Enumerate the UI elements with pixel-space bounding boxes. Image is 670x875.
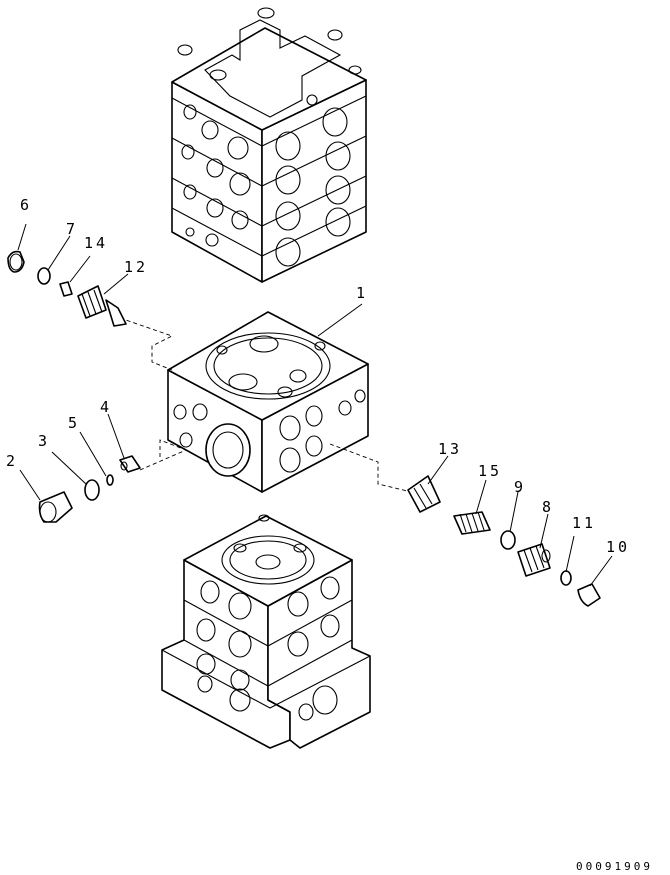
callout-6: 6 (20, 196, 32, 214)
sleeve-8 (517, 543, 551, 577)
callout-1: 1 (356, 284, 368, 302)
callout-14: 14 (84, 234, 108, 252)
assembly-centerlines (119, 317, 421, 495)
callout-2: 2 (6, 452, 18, 470)
o-ring-5 (106, 474, 114, 486)
callout-8: 8 (542, 498, 554, 516)
plug-2 (38, 491, 73, 523)
ring-14 (59, 281, 73, 297)
callout-5: 5 (68, 414, 80, 432)
drawing-number: 00091909 (576, 860, 653, 873)
callout-3: 3 (38, 432, 50, 450)
callouts: 1 2 3 4 5 6 7 8 9 10 11 12 13 14 15 (6, 196, 630, 556)
spring-valve-12 (77, 285, 127, 327)
o-ring-3 (84, 479, 100, 501)
plug-6 (7, 250, 25, 273)
valve-13 (407, 475, 441, 513)
check-valve-4 (119, 455, 141, 473)
o-ring-11 (560, 570, 572, 586)
callout-13: 13 (438, 440, 462, 458)
lower-valve-stack (161, 514, 371, 749)
callout-12: 12 (124, 258, 148, 276)
o-ring-7 (37, 267, 51, 285)
callout-11: 11 (572, 514, 596, 532)
upper-valve-stack (171, 7, 367, 283)
spring-15 (453, 511, 491, 535)
callout-10: 10 (606, 538, 630, 556)
callout-9: 9 (514, 478, 526, 496)
o-ring-9 (500, 530, 516, 550)
leader-lines (17, 223, 613, 587)
plug-10 (577, 583, 601, 607)
callout-7: 7 (66, 220, 78, 238)
callout-15: 15 (478, 462, 502, 480)
callout-4: 4 (100, 398, 112, 416)
valve-section-body (167, 311, 369, 493)
